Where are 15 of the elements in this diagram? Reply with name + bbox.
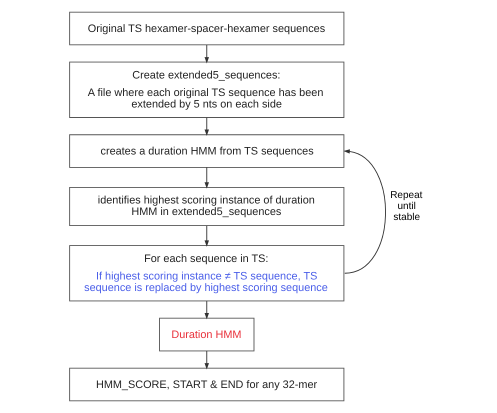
node-box: Duration HMM [158, 318, 254, 352]
arrow [342, 149, 386, 274]
arrow [204, 117, 208, 136]
node-box: creates a duration HMM from TS sequences [68, 134, 344, 168]
node-box: For each sequence in TS: If highest scoring instance ≠ TS sequence, TS sequence is replaced by highest scoring sequence [68, 245, 344, 302]
node-box: Original TS hexamer-spacer-hexamer sequences [68, 12, 344, 46]
edge-label: Repeat until stable [390, 190, 422, 223]
arrow [204, 300, 208, 320]
arrow [204, 167, 208, 189]
node-box: identifies highest scoring instance of duration HMM in extended5_sequences [68, 186, 344, 226]
node-box: Create extended5_sequences: A file where each original TS sequence has been extended by 5 nts on each side [68, 62, 344, 118]
node-box: HMM_SCORE, START & END for any 32-mer [68, 368, 344, 402]
arrow [204, 225, 208, 247]
arrow [204, 350, 208, 370]
arrow [204, 44, 208, 64]
